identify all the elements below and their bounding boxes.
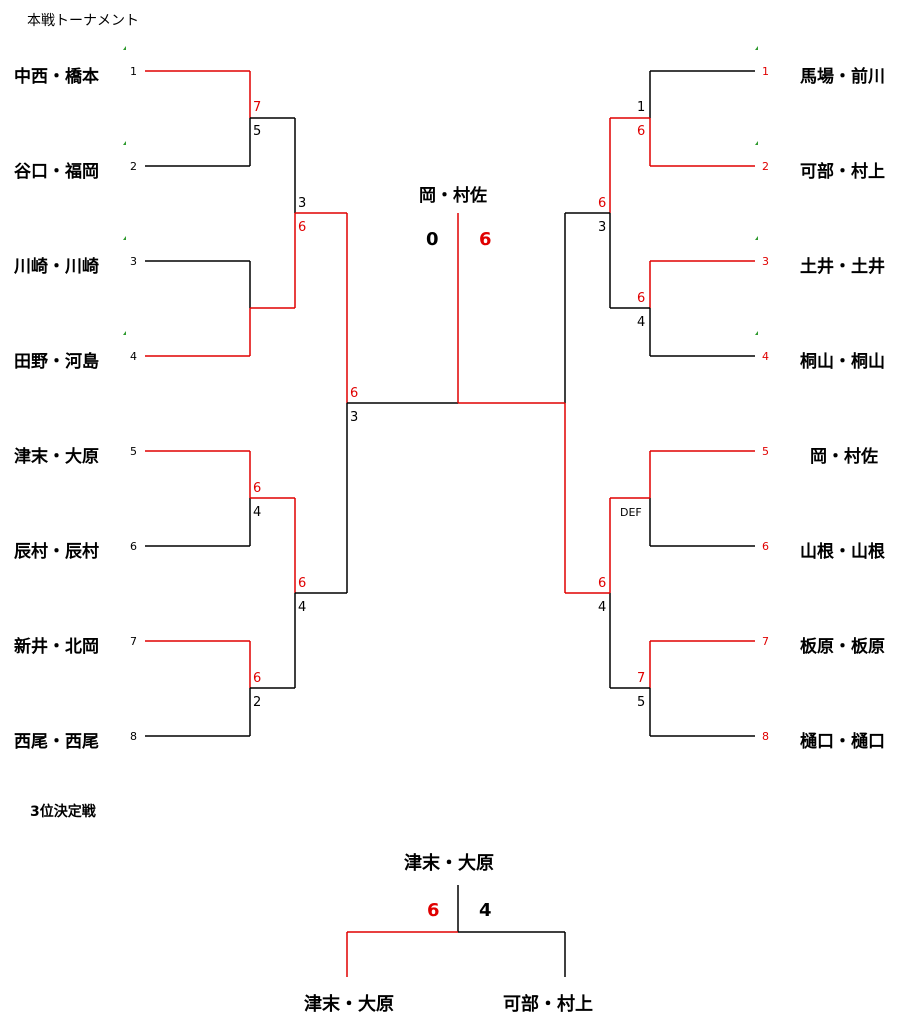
third-place-right-score: 4 (479, 900, 492, 921)
left-r2-m2-bottom-score: 4 (298, 600, 307, 615)
final-right-score: 6 (479, 229, 492, 250)
left-team-4: 田野・河島 (14, 352, 99, 372)
left-r1-m3-bottom-score: 4 (253, 505, 262, 520)
right-team-3: 土井・土井 (800, 257, 885, 277)
left-team-6: 辰村・辰村 (14, 542, 99, 562)
left-seed-8: 8 (130, 730, 137, 743)
left-team-5: 津末・大原 (14, 447, 99, 467)
right-seed-8: 8 (762, 730, 769, 743)
right-r1-m1-bottom-score: 6 (637, 124, 646, 139)
right-seed-1: 1 (762, 65, 769, 78)
right-tick-3 (755, 236, 758, 240)
left-r1-m4-bottom-score: 2 (253, 695, 262, 710)
left-tick-2 (123, 141, 126, 145)
left-r2-m1-top-score: 3 (298, 196, 307, 211)
left-team-2: 谷口・福岡 (14, 162, 99, 182)
left-seed-6: 6 (130, 540, 137, 553)
right-team-7: 板原・板原 (800, 637, 885, 657)
third-place-winner: 津末・大原 (404, 853, 494, 874)
left-seed-3: 3 (130, 255, 137, 268)
right-seed-3: 3 (762, 255, 769, 268)
right-r2-m2-bottom-score: 4 (598, 600, 607, 615)
left-r2-m2-top-score: 6 (298, 576, 307, 591)
left-r1-m1-bottom-score: 5 (253, 124, 262, 139)
right-tick-2 (755, 141, 758, 145)
left-team-1: 中西・橋本 (14, 67, 99, 87)
right-tick-4 (755, 331, 758, 335)
right-team-4: 桐山・桐山 (800, 352, 885, 372)
right-tick-1 (755, 46, 758, 50)
right-seed-2: 2 (762, 160, 769, 173)
right-r1-m3-default: DEF (620, 506, 642, 519)
left-seed-1: 1 (130, 65, 137, 78)
left-semi-bottom-score: 3 (350, 410, 359, 425)
right-seed-6: 6 (762, 540, 769, 553)
right-seed-5: 5 (762, 445, 769, 458)
right-r1-m4-top-score: 7 (637, 671, 646, 686)
third-place-right-team: 可部・村上 (503, 994, 593, 1015)
left-team-8: 西尾・西尾 (14, 732, 99, 752)
right-r1-m2-bottom-score: 4 (637, 315, 646, 330)
left-seed-5: 5 (130, 445, 137, 458)
right-team-2: 可部・村上 (800, 162, 885, 182)
champion-name: 岡・村佐 (419, 186, 487, 206)
right-r1-m1-top-score: 1 (637, 100, 646, 115)
right-r2-m1-bottom-score: 3 (598, 220, 607, 235)
right-team-6: 山根・山根 (800, 542, 885, 562)
third-place-left-team: 津末・大原 (304, 994, 394, 1015)
left-r1-m3-top-score: 6 (253, 481, 262, 496)
right-seed-4: 4 (762, 350, 769, 363)
left-team-3: 川崎・川崎 (14, 257, 99, 277)
main-bracket-title: 本戦トーナメント (27, 13, 139, 29)
right-r2-m2-top-score: 6 (598, 576, 607, 591)
left-seed-2: 2 (130, 160, 137, 173)
left-seed-7: 7 (130, 635, 137, 648)
right-team-1: 馬場・前川 (800, 67, 885, 87)
right-r1-m2-top-score: 6 (637, 291, 646, 306)
left-r1-m1-top-score: 7 (253, 100, 262, 115)
left-tick-3 (123, 236, 126, 240)
right-r1-m4-bottom-score: 5 (637, 695, 646, 710)
right-seed-7: 7 (762, 635, 769, 648)
left-team-7: 新井・北岡 (14, 637, 99, 657)
right-team-5: 岡・村佐 (810, 447, 878, 467)
final-left-score: 0 (426, 229, 439, 250)
left-r2-m1-bottom-score: 6 (298, 220, 307, 235)
right-team-8: 樋口・樋口 (800, 732, 885, 752)
right-r2-m1-top-score: 6 (598, 196, 607, 211)
third-place-title: 3位決定戦 (30, 804, 96, 820)
left-tick-4 (123, 331, 126, 335)
left-r1-m4-top-score: 6 (253, 671, 262, 686)
left-tick-1 (123, 46, 126, 50)
third-place-left-score: 6 (427, 900, 440, 921)
left-semi-top-score: 6 (350, 386, 359, 401)
left-seed-4: 4 (130, 350, 137, 363)
